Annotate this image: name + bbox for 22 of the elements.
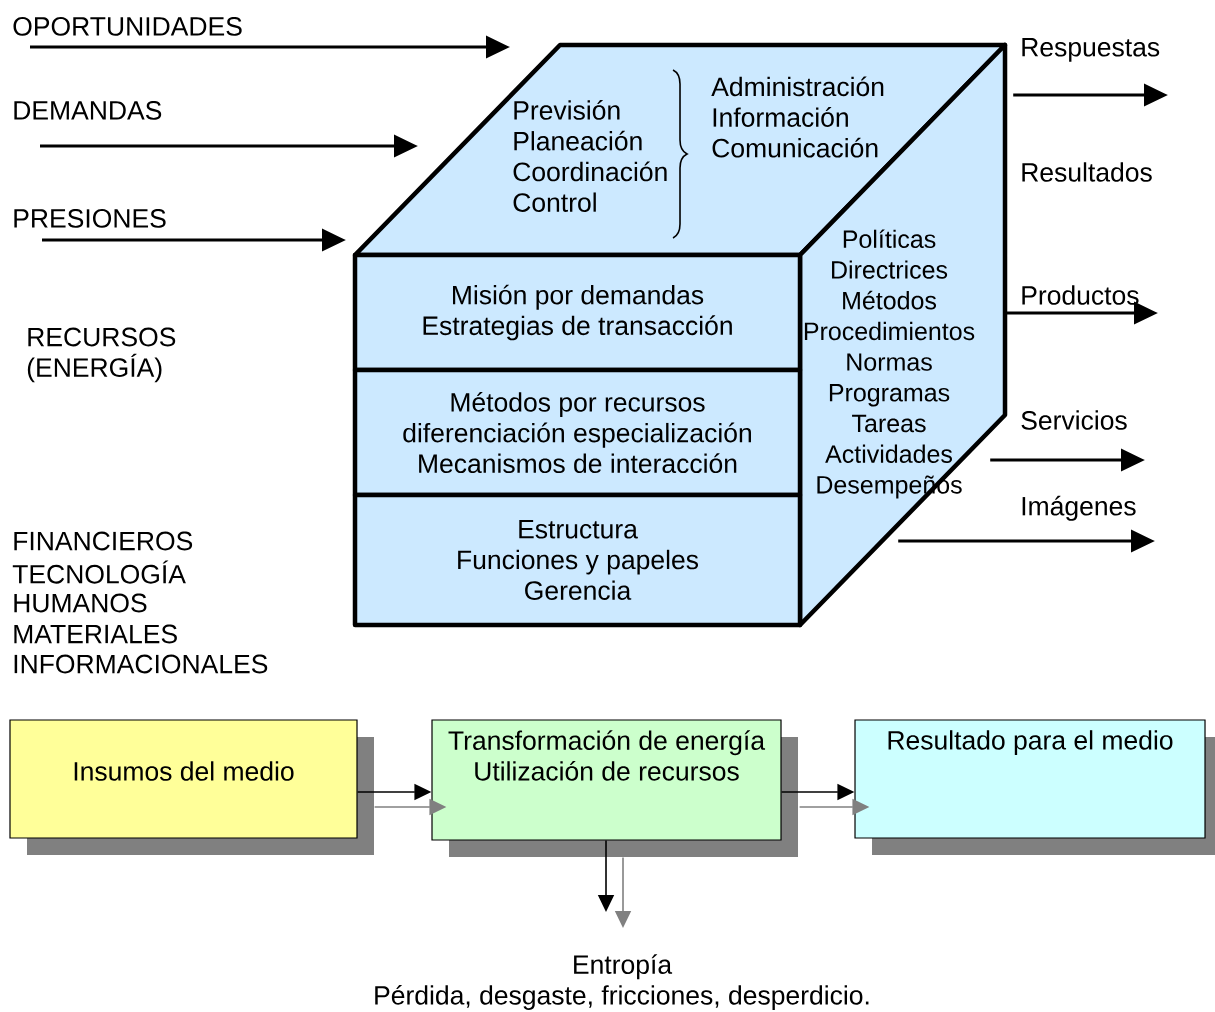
side-label: FINANCIEROS (14, 531, 193, 551)
process-box: Insumos del medio (9, 719, 374, 855)
outcome-text: Entropía Pérdida, desgaste, fricciones, desperdicio. (375, 954, 869, 1010)
side-label: INFORMACIONALES (14, 654, 268, 674)
side-label: Resultados (1022, 162, 1152, 182)
cube-front-band: Estructura Funciones y papeles Gerencia (352, 492, 803, 628)
cube-front-band: Misión por demandas Estrategias de transacción (352, 252, 803, 373)
side-label: MATERIALES (14, 624, 177, 644)
edge-label: PRESIONES (14, 209, 166, 228)
cube-front-band: Métodos por recursos diferenciación especialización Mecanismos de interacción (352, 367, 803, 498)
edge-label: Respuestas (1022, 38, 1160, 62)
side-label: TECNOLOGÍA (12, 560, 186, 584)
side-label: HUMANOS (14, 593, 147, 613)
side-label: (ENERGÍA) (27, 353, 162, 383)
process-box: Transformación de energía Utilización de recursos (431, 719, 798, 857)
edge-label: DEMANDAS (14, 101, 162, 120)
edge-label: Servicios (1021, 410, 1127, 430)
side-label: RECURSOS (28, 327, 176, 347)
edge-label: Imágenes (1022, 495, 1136, 521)
edge-label: OPORTUNIDADES (13, 17, 242, 36)
edge-label: Productos (1022, 285, 1139, 305)
process-box: Resultado para el medio (854, 719, 1215, 855)
